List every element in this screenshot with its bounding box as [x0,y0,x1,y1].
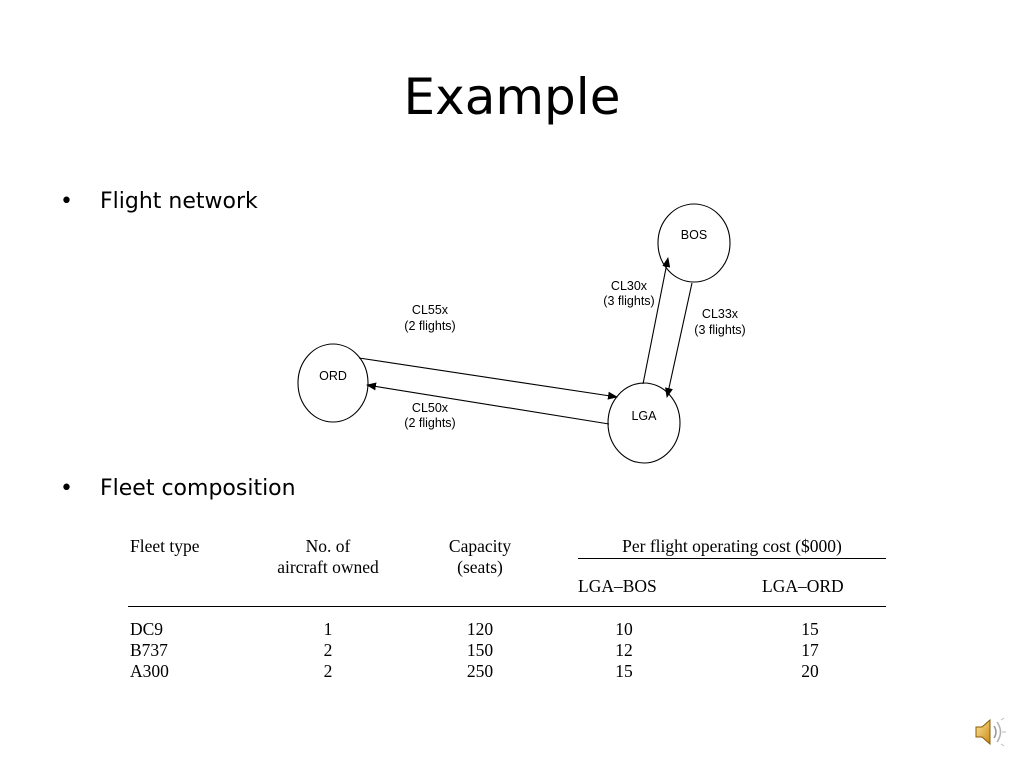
bullet-fleet-composition: • Fleet composition [60,474,296,504]
cell-owned: 1 [323,619,333,639]
header-rule [128,606,886,607]
edge-flights: (2 flights) [404,416,455,430]
cell-capacity: 150 [466,640,494,660]
header-lga-bos: LGA–BOS [578,576,657,596]
cell-lga-ord: 17 [801,640,819,660]
edge-label-cl30x: CL30x (3 flights) [603,279,654,308]
edge-cl50x-arrow [366,382,610,425]
cell-lga-ord: 15 [801,619,819,639]
edge-name: CL55x [412,303,449,317]
edge-label-cl33x: CL33x (3 flights) [694,307,745,337]
cell-owned: 2 [323,661,333,681]
header-capacity-line2: (seats) [457,557,503,577]
bullet-text: Fleet composition [100,476,296,501]
edge-name: CL50x [412,401,449,415]
bullet-text: Flight network [100,189,258,214]
cell-lga-bos: 12 [615,640,633,660]
cell-owned: 2 [323,640,333,660]
header-capacity-line1: Capacity [448,536,512,556]
cost-group-rule [578,558,886,559]
cell-fleet: A300 [130,661,169,681]
node-ord: ORD [297,343,369,423]
node-lga: LGA [607,382,681,464]
cell-lga-bos: 15 [615,661,633,681]
header-lga-ord: LGA–ORD [762,576,844,596]
edge-cl33x-arrow [665,282,693,398]
edge-cl30x-arrow [642,257,671,385]
header-cost-group: Per flight operating cost ($000) [622,536,842,556]
cell-capacity: 250 [466,661,494,681]
edge-flights: (3 flights) [603,294,654,308]
header-capacity: Capacity (seats) [430,536,530,578]
cell-capacity: 120 [466,619,494,639]
header-fleet-type: Fleet type [130,536,200,556]
node-label-lga: LGA [631,409,657,423]
bullet-marker: • [60,189,73,214]
header-aircraft-owned-line1: No. of [305,536,351,556]
slide-title: Example [403,68,621,126]
cell-fleet: B737 [130,640,168,660]
edge-label-cl55x: CL55x (2 flights) [404,303,455,333]
cell-lga-ord: 20 [801,661,819,681]
cell-fleet: DC9 [130,619,164,639]
edge-flights: (3 flights) [694,323,745,337]
edge-cl55x-arrow [358,357,618,400]
edge-flights: (2 flights) [404,319,455,333]
bullet-marker: • [60,476,73,501]
cell-lga-bos: 10 [615,619,633,639]
header-aircraft-owned-line2: aircraft owned [277,557,379,577]
node-bos: BOS [657,203,731,283]
header-aircraft-owned: No. of aircraft owned [258,536,398,578]
node-label-ord: ORD [319,369,347,383]
edge-label-cl50x: CL50x (2 flights) [404,401,455,430]
speaker-icon[interactable] [970,712,1010,757]
edge-name: CL30x [611,279,648,293]
node-label-bos: BOS [681,228,707,242]
edge-name: CL33x [702,307,739,321]
bullet-flight-network: • Flight network [60,187,258,217]
